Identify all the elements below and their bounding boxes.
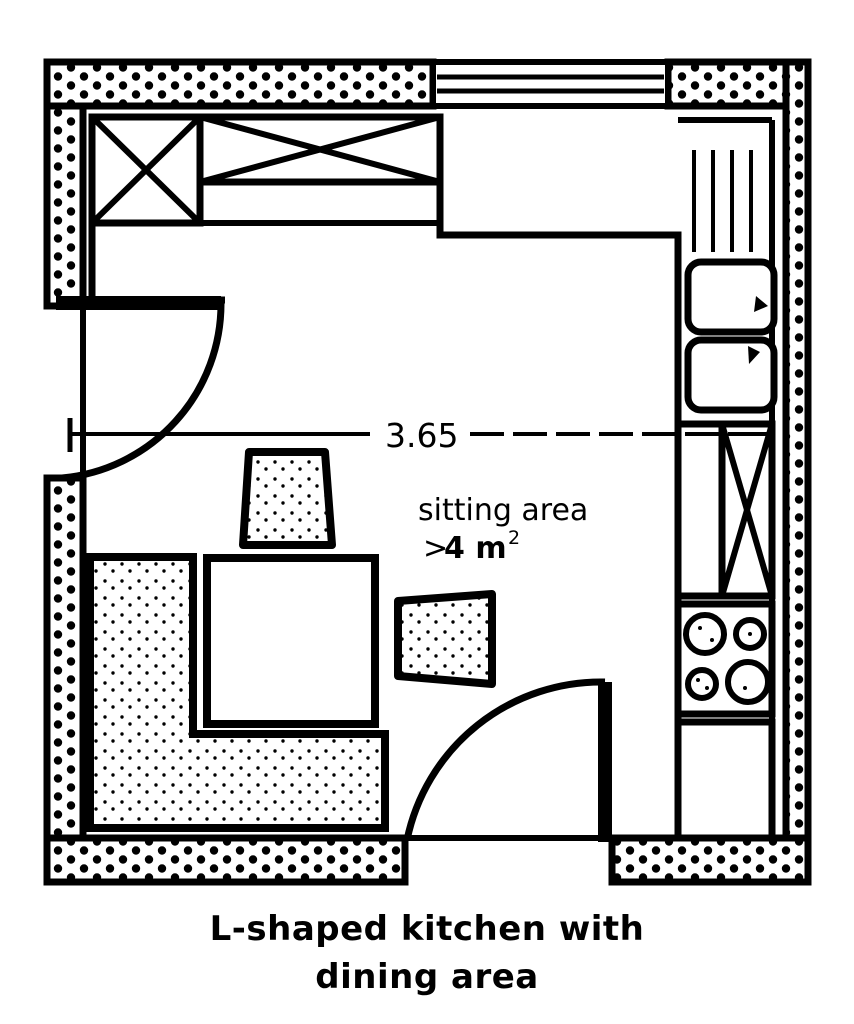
wall-cabinet-square [88,113,204,227]
sitting-area-gt-symbol: > [423,531,448,566]
dining-table [203,554,379,728]
base-unit-plain [674,420,726,600]
wall-top-left [43,58,437,110]
wall-left-lower [43,474,87,854]
sink-bowl-upper [684,258,778,336]
wall-assembly [43,58,812,886]
sitting-area-value: 4 m [444,531,507,566]
chair-top [239,448,336,549]
chair-right [394,590,496,688]
four-burner-hob [674,600,776,718]
wall-bottom-right [608,834,812,886]
dimension-line-horizontal: 3.65 [67,416,772,455]
room-inner-outline [80,103,789,841]
door-bottom [403,678,612,842]
sitting-area-label: sitting area [418,493,588,528]
wall-left-upper [43,102,87,310]
bench-seat-l-shaped [86,553,389,832]
wall-cabinet-run [196,113,444,186]
wall-right [782,58,812,862]
window [430,59,671,109]
sitting-area-superscript: 2 [508,527,520,549]
door-left [56,296,225,482]
base-cabinet-lower [674,718,776,842]
tall-appliance-unit [718,420,776,600]
annotation-sitting-area: sitting area > 4 m 2 [418,493,588,566]
wall-bottom-left [43,834,409,886]
drainer-grooves [692,150,753,252]
sink-bowl-lower [684,336,778,414]
dimension-label-3-65: 3.65 [385,416,458,455]
